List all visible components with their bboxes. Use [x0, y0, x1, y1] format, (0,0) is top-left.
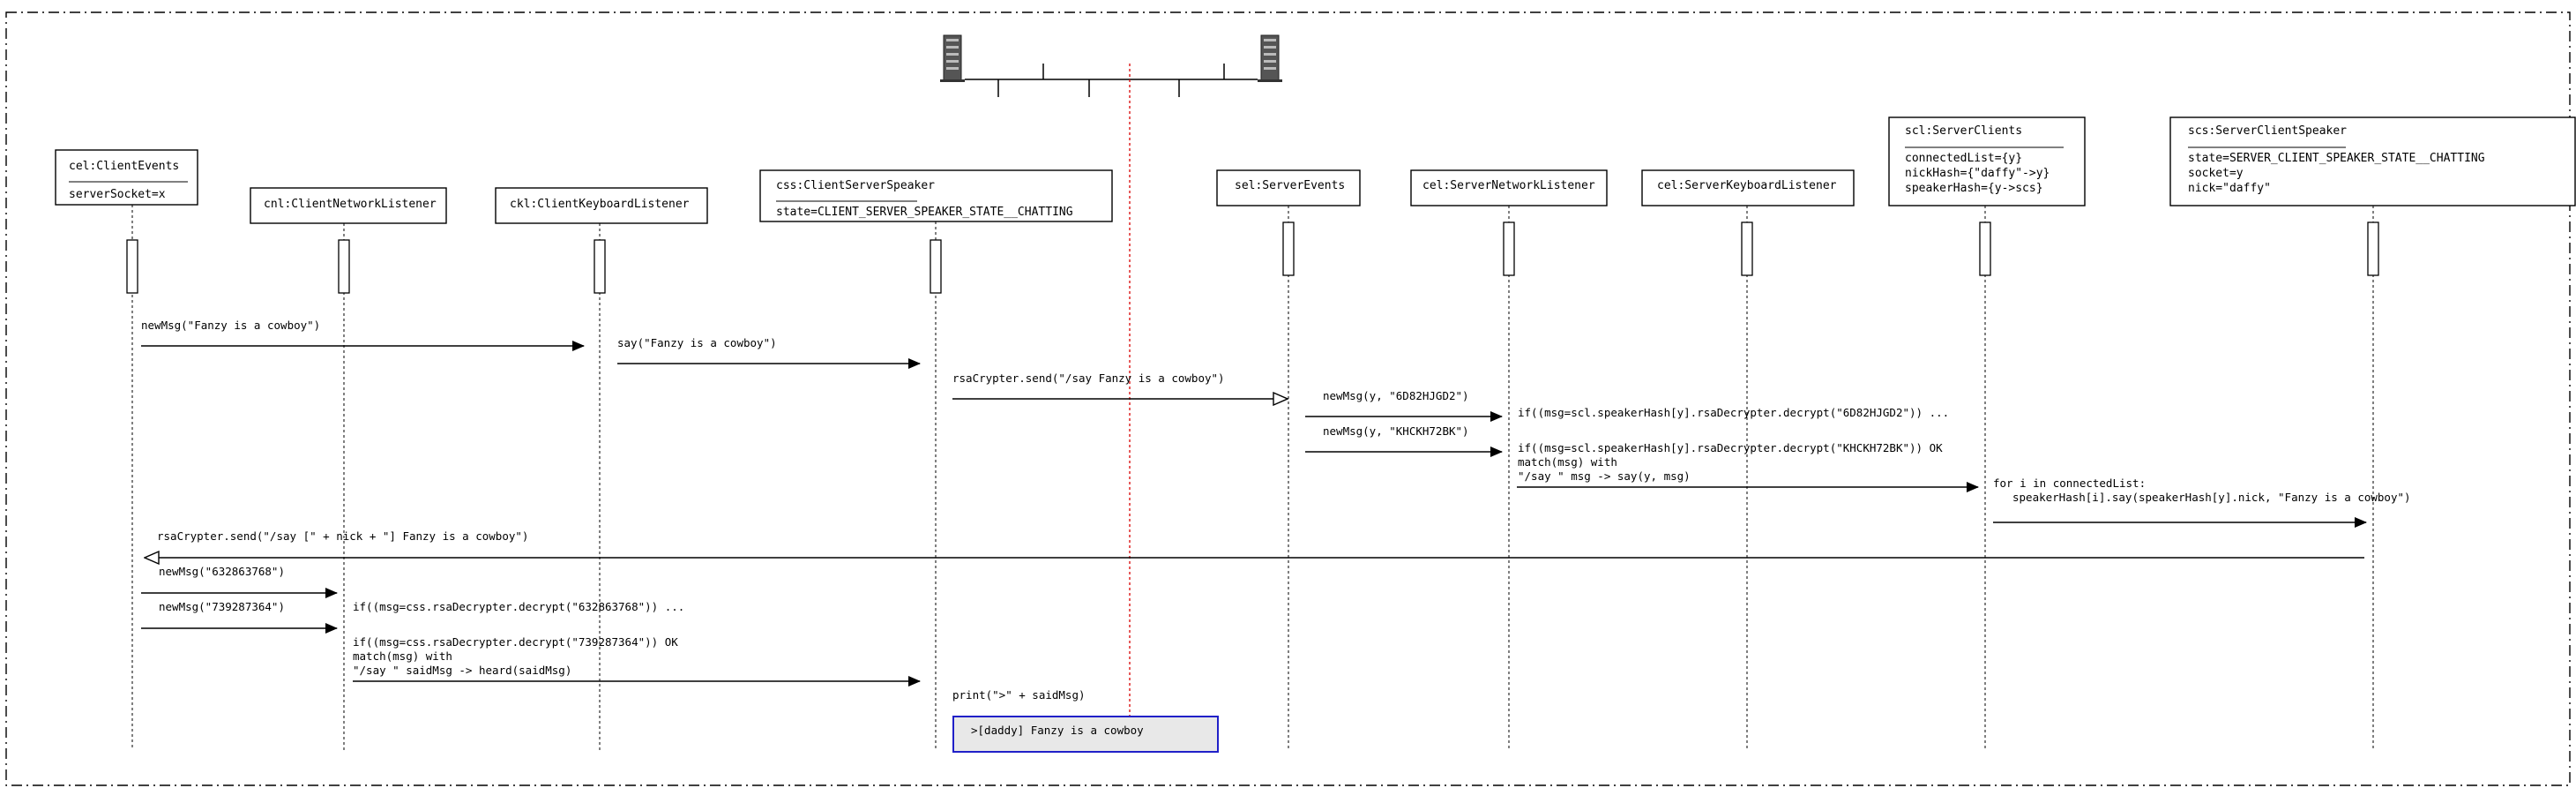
activation-skl	[1741, 221, 1753, 276]
object-name-ckl: ckl:ClientKeyboardListener	[510, 198, 690, 211]
message-label-8: newMsg("739287364")	[159, 600, 285, 613]
object-box-skl: cel:ServerKeyboardListener	[1641, 169, 1855, 206]
message-arrows	[141, 341, 2367, 687]
activation-snl	[1503, 221, 1515, 276]
object-name-css: css:ClientServerSpeaker	[776, 179, 935, 192]
note-scl-say: speakerHash[i].say(speakerHash[y].nick, …	[2012, 491, 2411, 504]
object-attr-scs-nick: nick="daffy"	[2188, 182, 2271, 195]
object-name-snl: cel:ServerNetworkListener	[1422, 179, 1595, 192]
object-attr-scl-speakerhash: speakerHash={y->scs}	[1905, 182, 2043, 195]
note-css-print: print(">" + saidMsg)	[952, 688, 1086, 702]
object-attr-scl-connected: connectedList={y}	[1905, 152, 2022, 165]
note-snl-say: "/say " msg -> say(y, msg)	[1518, 469, 1691, 483]
object-box-cel: cel:ClientEvents serverSocket=x	[55, 149, 198, 206]
object-box-scs: scs:ServerClientSpeaker state=SERVER_CLI…	[2169, 116, 2576, 206]
console-output-text: >[daddy] Fanzy is a cowboy	[971, 724, 1144, 737]
activation-ckl	[594, 239, 606, 294]
object-name-sel: sel:ServerEvents	[1235, 179, 1345, 192]
message-label-6: rsaCrypter.send("/say [" + nick + "] Fan…	[157, 529, 528, 543]
message-label-1: newMsg("Fanzy is a cowboy")	[141, 319, 320, 332]
object-box-css: css:ClientServerSpeaker state=CLIENT_SER…	[759, 169, 1113, 222]
message-label-7: newMsg("632863768")	[159, 565, 285, 578]
message-label-5: newMsg(y, "KHCKH72BK")	[1323, 424, 1469, 438]
note-cnl-decrypt-1: if((msg=css.rsaDecrypter.decrypt("632863…	[353, 600, 684, 613]
activation-scl	[1979, 221, 1991, 276]
object-name-cel: cel:ClientEvents	[69, 160, 179, 173]
lifelines	[131, 205, 2374, 750]
note-cnl-heard: "/say " saidMsg -> heard(saidMsg)	[353, 664, 571, 677]
object-name-scs: scs:ServerClientSpeaker	[2188, 124, 2347, 138]
console-output-box: >[daddy] Fanzy is a cowboy	[952, 716, 1219, 753]
object-attr-scs-state: state=SERVER_CLIENT_SPEAKER_STATE__CHATT…	[2188, 152, 2485, 165]
activation-cnl	[338, 239, 350, 294]
message-label-3: rsaCrypter.send("/say Fanzy is a cowboy"…	[952, 371, 1225, 385]
note-snl-decrypt-2: if((msg=scl.speakerHash[y].rsaDecrypter.…	[1518, 441, 1943, 454]
object-box-scl: scl:ServerClients connectedList={y} nick…	[1888, 116, 2086, 206]
object-box-ckl: ckl:ClientKeyboardListener	[495, 187, 708, 224]
object-box-sel: sel:ServerEvents	[1216, 169, 1361, 206]
object-name-skl: cel:ServerKeyboardListener	[1657, 179, 1837, 192]
object-attr-scl-nickhash: nickHash={"daffy"->y}	[1905, 167, 2050, 180]
note-snl-decrypt-1: if((msg=scl.speakerHash[y].rsaDecrypter.…	[1518, 406, 1949, 419]
message-label-2: say("Fanzy is a cowboy")	[617, 336, 777, 349]
activation-cel	[126, 239, 138, 294]
activation-css	[930, 239, 942, 294]
activation-sel	[1282, 221, 1295, 276]
object-box-cnl: cnl:ClientNetworkListener	[250, 187, 447, 224]
note-scl-for: for i in connectedList:	[1993, 477, 2146, 490]
message-label-4: newMsg(y, "6D82HJGD2")	[1323, 389, 1469, 402]
object-name-scl: scl:ServerClients	[1905, 124, 2022, 138]
diagram-frame	[5, 11, 2571, 786]
activation-bars	[126, 221, 2379, 294]
note-snl-match: match(msg) with	[1518, 455, 1617, 469]
object-box-snl: cel:ServerNetworkListener	[1410, 169, 1608, 206]
object-attr-scs-socket: socket=y	[2188, 167, 2244, 180]
note-cnl-decrypt-2: if((msg=css.rsaDecrypter.decrypt("739287…	[353, 635, 678, 649]
object-attr-cel-socket: serverSocket=x	[69, 188, 166, 201]
activation-scs	[2367, 221, 2379, 276]
object-attr-css-state: state=CLIENT_SERVER_SPEAKER_STATE__CHATT…	[776, 206, 1073, 219]
network-icon	[940, 34, 1282, 97]
object-name-cnl: cnl:ClientNetworkListener	[264, 198, 437, 211]
note-cnl-match: match(msg) with	[353, 649, 452, 663]
